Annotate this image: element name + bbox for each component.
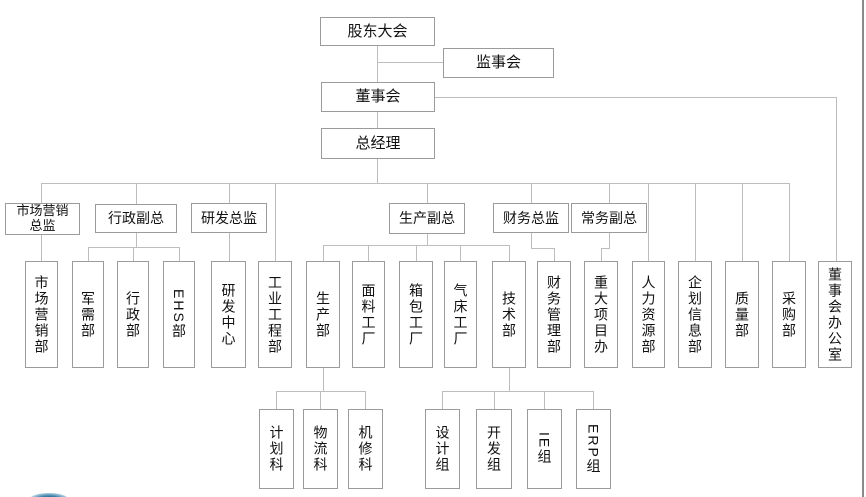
connector-line bbox=[136, 233, 137, 247]
org-node-board-office: 董事会办公室 bbox=[818, 261, 852, 368]
connector-line bbox=[276, 391, 366, 392]
connector-line bbox=[365, 391, 366, 409]
org-node-development-team: 开发组 bbox=[476, 409, 512, 489]
org-node-tech-dept: 技术部 bbox=[492, 261, 526, 368]
connector-line bbox=[229, 233, 230, 261]
org-node-fabric-factory: 面料工厂 bbox=[352, 261, 385, 368]
org-node-quality-dept: 质量部 bbox=[725, 261, 759, 368]
org-node-marketing-director: 市场营销总监 bbox=[5, 203, 80, 235]
org-node-erp-team: ERP组 bbox=[576, 409, 611, 489]
connector-line bbox=[41, 183, 42, 203]
org-node-shareholders-meeting: 股东大会 bbox=[320, 17, 435, 46]
connector-line bbox=[789, 183, 790, 261]
connector-line bbox=[531, 248, 555, 249]
org-node-finance-director: 财务总监 bbox=[493, 203, 569, 233]
org-node-rd-center: 研发中心 bbox=[211, 261, 246, 368]
connector-line bbox=[601, 248, 602, 261]
connector-line bbox=[494, 391, 495, 409]
connector-line bbox=[323, 245, 324, 261]
connector-line bbox=[136, 183, 137, 204]
connector-line bbox=[323, 368, 324, 391]
connector-line bbox=[377, 159, 378, 183]
connector-line bbox=[460, 245, 461, 261]
connector-line bbox=[377, 62, 443, 63]
connector-line bbox=[601, 248, 610, 249]
connector-line bbox=[544, 391, 545, 409]
connector-line bbox=[88, 247, 89, 261]
connector-line bbox=[377, 112, 378, 128]
connector-line bbox=[435, 97, 836, 98]
connector-line bbox=[427, 234, 428, 245]
connector-line bbox=[531, 233, 532, 248]
org-node-production-vp: 生产副总 bbox=[389, 203, 465, 234]
connector-line bbox=[695, 183, 696, 261]
window-edge-line bbox=[862, 0, 864, 497]
org-node-logistics-section: 物流科 bbox=[303, 409, 338, 489]
connector-line bbox=[442, 391, 443, 409]
connector-line bbox=[427, 183, 428, 203]
org-node-military-supply-dept: 军需部 bbox=[72, 261, 104, 368]
org-node-machine-repair-section: 机修科 bbox=[348, 409, 383, 489]
marketing-director-label: 市场营销总监 bbox=[16, 203, 69, 233]
org-node-purchasing-dept: 采购部 bbox=[772, 261, 806, 368]
logo-sphere-partial-icon bbox=[29, 493, 69, 497]
connector-line bbox=[416, 245, 417, 261]
org-node-planning-section: 计划科 bbox=[259, 409, 294, 489]
org-node-board-of-directors: 董事会 bbox=[321, 82, 435, 112]
org-node-finance-mgmt-dept: 财务管理部 bbox=[537, 261, 571, 368]
connector-line bbox=[368, 245, 369, 261]
connector-line bbox=[509, 245, 510, 261]
connector-line bbox=[179, 247, 180, 261]
connector-line bbox=[41, 183, 789, 184]
org-node-planning-info-dept: 企划信息部 bbox=[678, 261, 712, 368]
org-node-ehs-dept: EHS部 bbox=[163, 261, 195, 368]
connector-line bbox=[442, 391, 594, 392]
connector-line bbox=[276, 391, 277, 409]
connector-line bbox=[320, 391, 321, 409]
org-node-airbed-factory: 气床工厂 bbox=[444, 261, 477, 368]
org-node-industrial-eng-dept: 工业工程部 bbox=[258, 261, 292, 368]
org-node-executive-vp: 常务副总 bbox=[571, 203, 647, 233]
org-node-rd-director: 研发总监 bbox=[191, 203, 267, 233]
connector-line bbox=[229, 183, 230, 203]
org-node-supervisory-board: 监事会 bbox=[443, 48, 554, 78]
connector-line bbox=[836, 97, 837, 261]
connector-line bbox=[377, 46, 378, 82]
org-node-ie-team: IE组 bbox=[527, 409, 562, 489]
org-node-production-dept: 生产部 bbox=[306, 261, 340, 368]
connector-line bbox=[648, 183, 649, 261]
org-node-design-team: 设计组 bbox=[425, 409, 460, 489]
org-node-hr-dept: 人力资源部 bbox=[632, 261, 665, 368]
connector-line bbox=[609, 233, 610, 248]
connector-line bbox=[742, 183, 743, 261]
org-node-bag-factory: 箱包工厂 bbox=[399, 261, 433, 368]
org-node-admin-vp: 行政副总 bbox=[95, 204, 177, 233]
connector-line bbox=[133, 247, 134, 261]
connector-line bbox=[531, 183, 532, 203]
org-node-admin-dept: 行政部 bbox=[117, 261, 149, 368]
org-node-marketing-dept: 市场营销部 bbox=[25, 261, 58, 368]
connector-line bbox=[509, 368, 510, 391]
org-node-major-projects-office: 重大项目办 bbox=[584, 261, 618, 368]
org-node-general-manager: 总经理 bbox=[321, 128, 435, 159]
connector-line bbox=[554, 248, 555, 261]
connector-line bbox=[593, 391, 594, 409]
connector-line bbox=[275, 183, 276, 261]
connector-line bbox=[609, 183, 610, 203]
connector-line bbox=[41, 235, 42, 261]
